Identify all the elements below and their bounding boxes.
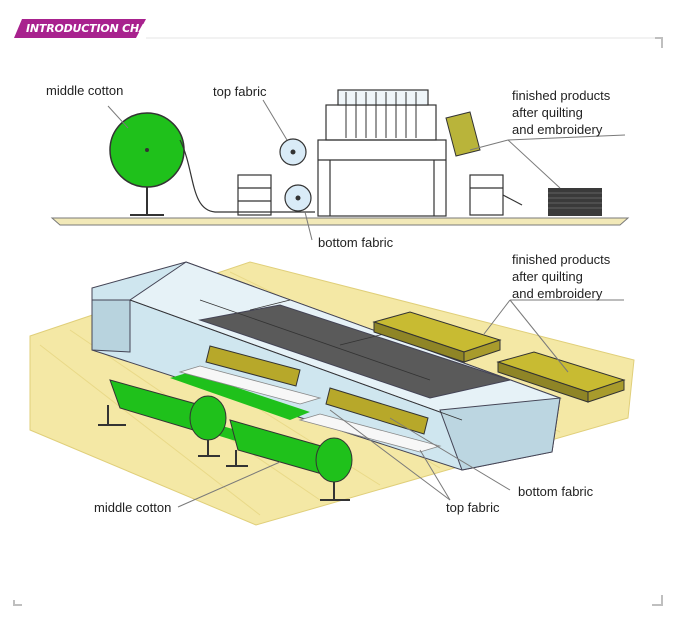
bottom-middle-cotton-label: middle cotton xyxy=(94,500,172,515)
banner-title: INTRODUCTION CHART xyxy=(26,22,163,35)
bottom-bottom-fabric-label: bottom fabric xyxy=(518,484,594,499)
top-middle-cotton-label: middle cotton xyxy=(46,83,124,98)
top-finished-line-3: and embroidery xyxy=(512,122,603,137)
bottom-machine xyxy=(91,261,562,471)
top-finished-line-2: after quilting xyxy=(512,105,583,120)
top-diagram xyxy=(50,89,630,241)
bottom-top-fabric-label: top fabric xyxy=(446,500,500,515)
bottom-fabric-rolls xyxy=(205,345,429,435)
bottom-diagram xyxy=(29,261,635,526)
bottom-finished-line-1: finished products xyxy=(512,252,611,267)
bottom-finished-line-3: and embroidery xyxy=(512,286,603,301)
bottom-finished-line-2: after quilting xyxy=(512,269,583,284)
top-top-fabric-label: top fabric xyxy=(213,84,267,99)
frame-corners xyxy=(13,37,663,606)
bottom-cotton-rolls xyxy=(109,379,353,483)
top-bottom-fabric-label: bottom fabric xyxy=(318,235,394,250)
top-machine xyxy=(317,89,447,217)
bottom-finished-products xyxy=(372,311,626,403)
banner-shape xyxy=(14,19,146,38)
top-finished-stack xyxy=(548,188,602,216)
top-finished-line-1: finished products xyxy=(512,88,611,103)
top-floor xyxy=(50,217,630,226)
